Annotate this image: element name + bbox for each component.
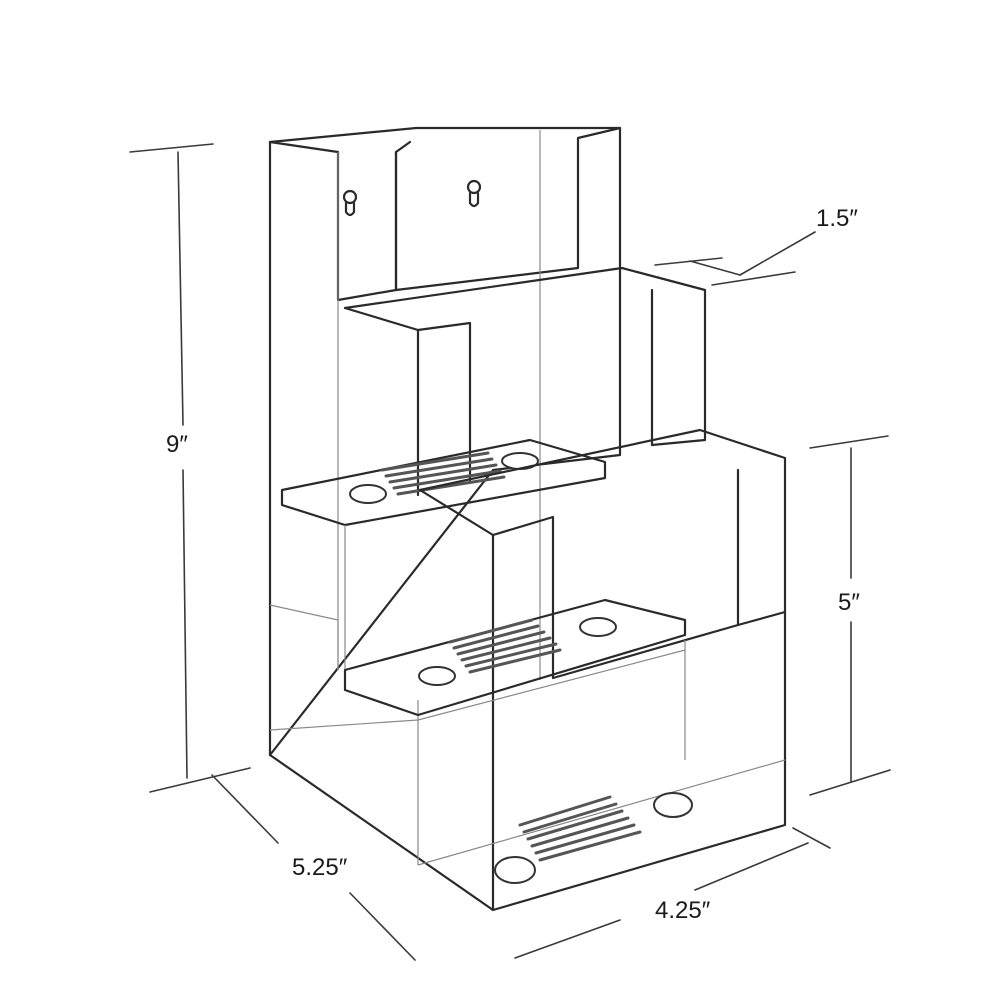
back-panel-left-lip bbox=[268, 140, 412, 302]
base-hole-left-icon bbox=[494, 856, 536, 884]
label-front-height: 5″ bbox=[838, 589, 860, 616]
base-hole-right-icon bbox=[653, 792, 693, 818]
dimension-side-depth: 5.25″ bbox=[211, 774, 416, 961]
base-floor-back bbox=[269, 649, 686, 731]
front-tier-top-left bbox=[418, 488, 495, 537]
label-side-depth: 5.25″ bbox=[292, 854, 348, 881]
front-tier-front-lip bbox=[491, 515, 555, 680]
front-tier-shelf-slots-icon bbox=[448, 618, 562, 674]
keyhole-right-icon bbox=[466, 179, 482, 208]
dimension-front-width: 4.25″ bbox=[514, 827, 831, 959]
label-front-width: 4.25″ bbox=[655, 897, 711, 924]
keyhole-left-icon bbox=[342, 189, 358, 217]
front-tier-shelf-hole-right-icon bbox=[579, 617, 617, 637]
back-panel-cutout bbox=[394, 126, 622, 292]
dimension-front-height: 5″ bbox=[809, 435, 891, 796]
front-tier-shelf-hole-left-icon bbox=[418, 666, 456, 686]
dimension-pocket-depth: 1.5″ bbox=[654, 205, 858, 286]
front-tier-outline bbox=[418, 428, 787, 912]
front-tier-shelf bbox=[343, 598, 687, 717]
side-panel-ledge bbox=[269, 604, 339, 670]
front-tier bbox=[268, 428, 787, 912]
label-pocket-depth: 1.5″ bbox=[816, 205, 858, 232]
base-slots-icon bbox=[518, 795, 642, 862]
middle-tier-back-wall bbox=[343, 266, 707, 447]
back-panel-outline bbox=[268, 126, 622, 757]
front-tier-lip-top bbox=[551, 623, 740, 680]
label-height-total: 9″ bbox=[166, 431, 188, 458]
middle-tier-slots-icon bbox=[380, 451, 506, 496]
base-left-edge bbox=[268, 753, 495, 912]
middle-tier bbox=[280, 266, 707, 670]
dimension-height-total: 9″ bbox=[129, 143, 251, 793]
middle-tier-floor bbox=[280, 438, 607, 527]
middle-tier-hole-left-icon bbox=[349, 484, 387, 504]
front-tier-side-lip bbox=[736, 468, 787, 627]
base-floor-front bbox=[417, 759, 786, 866]
middle-tier-front-lip bbox=[416, 321, 472, 482]
back-panel bbox=[268, 126, 622, 757]
